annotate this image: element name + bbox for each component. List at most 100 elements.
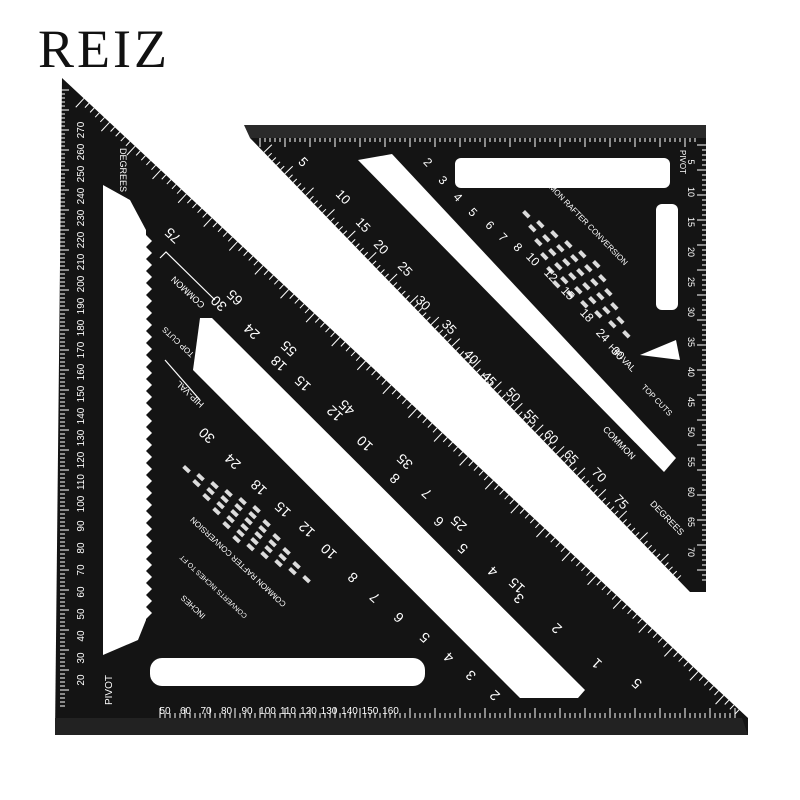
diag-tick — [459, 351, 465, 356]
table-cell — [588, 296, 597, 305]
diag-tick — [422, 312, 427, 317]
right-scale-label: 20 — [686, 247, 696, 257]
table-cell — [260, 550, 269, 560]
diag-tick — [493, 381, 502, 390]
right-square-side-slot — [656, 204, 678, 310]
table-cell — [564, 239, 573, 249]
degree-scale-label: 110 — [76, 474, 87, 490]
diag-tick — [589, 484, 594, 489]
diag-tick — [443, 333, 448, 338]
diag-tick — [280, 165, 285, 170]
hyp-tick — [371, 370, 377, 376]
diag-tick — [380, 269, 385, 274]
table-cell — [552, 279, 561, 289]
slot-tooth — [146, 595, 152, 607]
hyp-tick — [146, 160, 151, 166]
diag-tick — [409, 295, 419, 304]
hyp-tick — [442, 437, 448, 443]
slot-tooth — [146, 475, 152, 487]
slot-tooth — [146, 247, 152, 259]
slot-tooth — [146, 259, 152, 271]
table-cell — [252, 505, 261, 514]
hyp-tick — [192, 203, 197, 209]
bottom-scale-label: 70 — [200, 706, 212, 717]
table-cell — [622, 330, 631, 339]
hyp-tick — [427, 422, 433, 428]
left-square-body — [55, 78, 748, 735]
right-scale-label: 25 — [686, 277, 696, 287]
hyp-tick — [331, 336, 341, 347]
hyp-tick — [545, 532, 551, 538]
hip-val-arrow — [164, 359, 201, 401]
hyp-tick — [84, 102, 90, 108]
hyp-tick — [575, 561, 581, 567]
hyp-tick — [126, 145, 136, 156]
slot-tooth — [146, 295, 152, 307]
diag-tick — [430, 316, 440, 326]
hyp-tick — [524, 513, 530, 519]
diag-tick — [434, 325, 440, 330]
hyp-tick — [376, 375, 382, 381]
degree-scale-label: 20 — [76, 674, 87, 686]
diag-tick — [564, 458, 569, 463]
diag-tick — [643, 540, 648, 545]
hyp-tick — [510, 504, 520, 514]
table-cell — [226, 515, 235, 524]
diag-tick — [601, 497, 607, 502]
hyp-tick — [227, 236, 233, 242]
diag-tick — [489, 381, 494, 386]
hyp-tick — [422, 418, 428, 424]
diag-tick — [497, 389, 502, 394]
table-cell — [598, 274, 607, 283]
diag-tick — [480, 372, 485, 377]
right-scale-label: 60 — [686, 487, 696, 497]
slot-tooth — [146, 439, 152, 451]
hyp-tick — [709, 685, 714, 691]
hyp-tick — [550, 537, 556, 543]
hyp-tick — [299, 303, 305, 309]
hyp-tick — [222, 231, 228, 237]
diag-tick — [522, 415, 527, 420]
table-cell — [584, 263, 593, 273]
table-cell — [604, 288, 613, 297]
degree-scale-label: 230 — [76, 209, 87, 226]
table-cell — [182, 465, 191, 474]
table-cell — [576, 267, 585, 277]
hyp-tick — [714, 690, 719, 696]
diag-tick — [418, 307, 423, 313]
hyp-tick — [601, 585, 607, 591]
hyp-tick — [596, 580, 602, 586]
hyp-tick — [243, 250, 249, 256]
diag-tick — [651, 549, 657, 554]
hyp-tick — [529, 518, 535, 524]
table-cell — [244, 517, 253, 526]
left-square-vertical-slot — [103, 185, 146, 655]
hyp-tick — [535, 523, 540, 529]
slot-tooth — [146, 427, 152, 439]
diag-tick — [668, 566, 673, 571]
hyp-tick — [330, 332, 336, 338]
slot-tooth — [146, 235, 152, 247]
table-cell — [254, 531, 263, 540]
hyp-tick — [715, 695, 725, 705]
hyp-tick — [689, 671, 699, 681]
bottom-scale-label: 120 — [300, 706, 317, 717]
hyp-tick — [294, 298, 300, 304]
hyp-tick — [305, 313, 315, 323]
hyp-tick — [100, 121, 110, 132]
hyp-tick — [382, 384, 392, 395]
degree-scale-label: 220 — [76, 231, 87, 248]
slot-tooth — [146, 367, 152, 379]
degree-scale-label: 60 — [76, 586, 87, 598]
diag-tick — [656, 553, 661, 558]
hyp-tick — [253, 260, 259, 266]
bottom-scale-label: 110 — [280, 706, 296, 717]
diag-tick — [672, 570, 678, 575]
hyp-tick — [499, 489, 505, 495]
hyp-tick — [433, 432, 443, 442]
slot-tooth — [146, 499, 152, 511]
diag-tick — [568, 463, 573, 468]
table-cell — [240, 523, 249, 532]
diag-tick — [614, 510, 619, 515]
